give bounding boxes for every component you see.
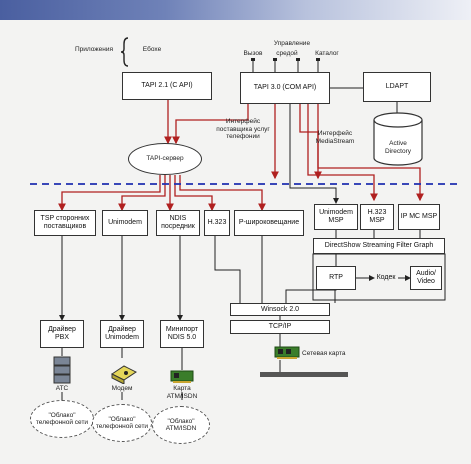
h323-box: H.323 (204, 210, 230, 236)
pbx-driver-box: Драйвер PBX (40, 320, 84, 348)
phone-network-cloud-1: "Облако" телефонной сети (30, 400, 94, 438)
pbx-server-icon (53, 356, 71, 384)
unimodem-driver-box: Драйвер Unimodem (100, 320, 144, 348)
tcpip-box: TCP/IP (230, 320, 330, 334)
tapi30-box: TAPI 3.0 (COM API) (240, 72, 330, 104)
tsp-third-party-box: TSP сторонних поставщиков (34, 210, 96, 236)
ndis-proxy-box: NDIS посредник (156, 210, 200, 236)
unimodem-box: Unimodem (102, 210, 148, 236)
mgmt-item-directory: Каталог (315, 50, 339, 57)
p-multicast-box: P-широковещание (234, 210, 304, 236)
unimodem-msp-box: Unimodem MSP (314, 204, 358, 230)
atm-card-label: Карта ATM/ISDN (166, 385, 198, 400)
codec-box: Кодек (376, 274, 396, 281)
active-directory-label: Active Directory (384, 140, 411, 155)
tapi21-box: TAPI 2.1 (C API) (122, 72, 212, 100)
atm-card-icon (170, 370, 194, 383)
tapi-provider-interface-label: Интерфейс поставщика услуг телефонии (216, 118, 270, 140)
management-label: Управление (273, 40, 311, 47)
cloud-1-label: "Облако" телефонной сети (35, 411, 89, 427)
tapi-server-ellipse: TAPI-сервер (128, 143, 202, 175)
active-directory-cylinder-icon (373, 112, 423, 166)
cloud-3-label: "Облако" ATM/ISDN (165, 417, 197, 433)
modem-icon (111, 365, 137, 384)
pbx-label: АТС (55, 385, 69, 392)
winsock-box: Winsock 2.0 (230, 303, 330, 316)
network-card-icon (274, 346, 300, 359)
tapi-server-label: TAPI-сервер (146, 155, 184, 163)
h323-msp-box: H.323 MSP (360, 204, 394, 230)
header-gradient-bar (0, 0, 471, 20)
ebox-label: Ебохе (142, 46, 162, 53)
modem-label: Модем (111, 385, 133, 392)
mediastream-interface-label: Интерфейс MediaStream (315, 130, 355, 145)
ndis-miniport-box: Минипорт NDIS 5.0 (160, 320, 204, 348)
atm-isdn-cloud: "Облако" ATM/ISDN (152, 406, 210, 444)
cloud-2-label: "Облако" телефонной сети (95, 415, 149, 431)
ldapt-box: LDAPT (363, 72, 431, 102)
applications-label: Приложения (74, 46, 114, 53)
phone-network-cloud-2: "Облако" телефонной сети (92, 404, 152, 442)
directshow-filter-graph-box: DirectShow Streaming Filter Graph (313, 238, 445, 254)
rtp-box: RTP (316, 266, 356, 290)
mgmt-item-call: Вызов (243, 50, 263, 57)
mgmt-item-media: средой (276, 50, 298, 57)
brace-icon (120, 37, 129, 67)
network-card-label: Сетевая карта (302, 350, 346, 357)
ipmc-msp-box: IP MC MSP (398, 204, 440, 230)
audio-video-box: Audio/ Video (410, 266, 442, 290)
